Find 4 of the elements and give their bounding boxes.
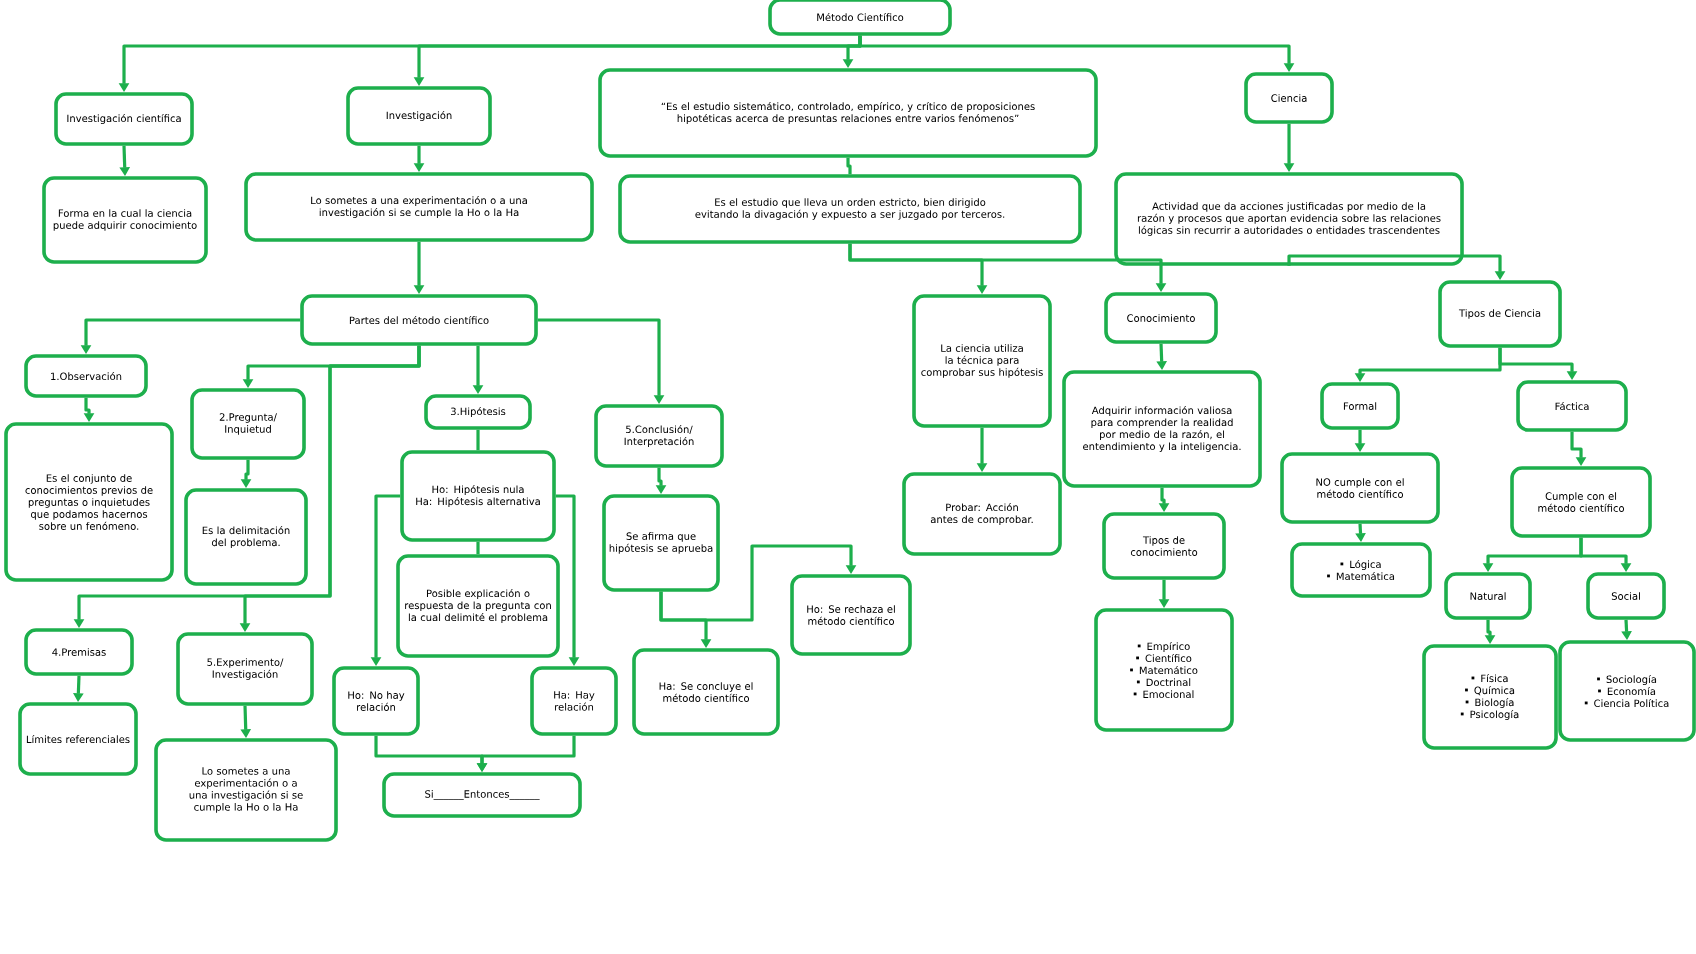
arrow <box>659 544 857 622</box>
connector-line <box>476 541 480 555</box>
connector-line <box>476 429 480 451</box>
connector-line <box>846 157 852 175</box>
